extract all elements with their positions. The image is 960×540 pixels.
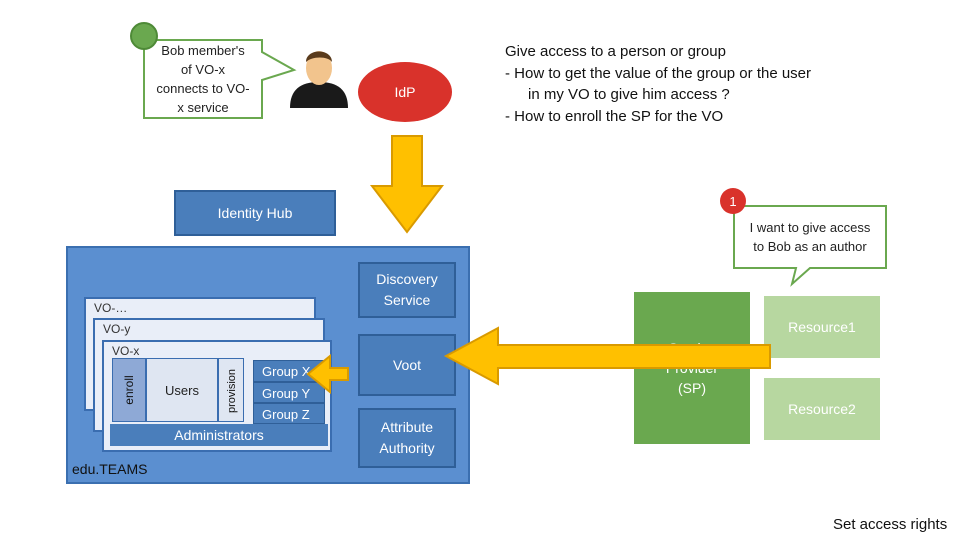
group-y-label: Group Y <box>262 386 311 401</box>
set-access-rights-label: Set access rights <box>833 516 948 533</box>
step-1-badge: 1 <box>720 188 746 214</box>
resource1-box[interactable]: Resource1 <box>764 296 880 358</box>
info-bullet-2: - How to enroll the SP for the VO <box>505 107 724 125</box>
user-avatar-icon <box>286 44 352 108</box>
author-callout-shape <box>733 205 887 287</box>
bob-line-3: connects to VO- <box>156 81 250 96</box>
group-y[interactable]: Group Y <box>253 382 325 403</box>
info-bullet-1b: in my VO to give him access ? <box>528 86 730 103</box>
aa-line-2: Authority <box>379 440 435 456</box>
idp-label: IdP <box>394 84 416 100</box>
bob-line-2: of VO-x <box>180 62 226 77</box>
idp-down-arrow <box>369 135 445 234</box>
aa-line-1: Attribute <box>380 419 434 435</box>
enroll-bar[interactable]: enroll <box>112 358 146 422</box>
author-line-1: I want to give access <box>749 220 871 235</box>
identity-hub-label: Identity Hub <box>217 205 293 221</box>
identity-hub-box[interactable]: Identity Hub <box>174 190 336 236</box>
bob-callout-text: Bob member's of VO-x connects to VO- x s… <box>146 40 260 118</box>
bob-line-4: x service <box>177 100 229 115</box>
provision-bar[interactable]: provision <box>218 358 244 422</box>
voot-label: Voot <box>392 357 422 373</box>
resource2-label: Resource2 <box>788 401 856 417</box>
sp-to-voot-arrow <box>443 326 771 386</box>
voot-to-groupx-arrow <box>306 353 349 395</box>
author-callout-text: I want to give access to Bob as an autho… <box>736 214 884 260</box>
author-line-2: to Bob as an author <box>753 239 867 254</box>
group-x-label: Group X <box>262 364 311 379</box>
resource1-label: Resource1 <box>788 319 856 335</box>
sp-line-3: (SP) <box>678 380 706 396</box>
eduteams-label: edu.TEAMS <box>72 461 148 477</box>
step-1-number: 1 <box>729 193 737 209</box>
discovery-line-2: Service <box>383 292 431 308</box>
bob-line-1: Bob member's <box>161 43 245 58</box>
discovery-line-1: Discovery <box>376 271 438 287</box>
users-box: Users <box>146 358 218 422</box>
group-z-label: Group Z <box>262 407 310 422</box>
resource2-box[interactable]: Resource2 <box>764 378 880 440</box>
discovery-service-box[interactable]: Discovery Service <box>358 262 456 318</box>
info-title: Give access to a person or group <box>505 43 726 60</box>
group-z[interactable]: Group Z <box>253 403 325 424</box>
vo-dots-label: VO-… <box>94 301 128 315</box>
attribute-authority-box[interactable]: Attribute Authority <box>358 408 456 468</box>
vo-y-label: VO-y <box>103 322 131 336</box>
bob-callout-shape <box>143 39 297 119</box>
idp-circle[interactable]: IdP <box>358 62 452 122</box>
voot-box[interactable]: Voot <box>358 334 456 396</box>
users-label: Users <box>165 382 199 398</box>
info-text-block: Give access to a person or group - How t… <box>505 41 905 127</box>
administrators-bar: Administrators <box>110 424 328 446</box>
bob-status-dot <box>130 22 158 50</box>
administrators-label: Administrators <box>174 427 264 443</box>
vo-x-label: VO-x <box>112 344 140 358</box>
info-bullet-1a: - How to get the value of the group or t… <box>505 64 812 82</box>
